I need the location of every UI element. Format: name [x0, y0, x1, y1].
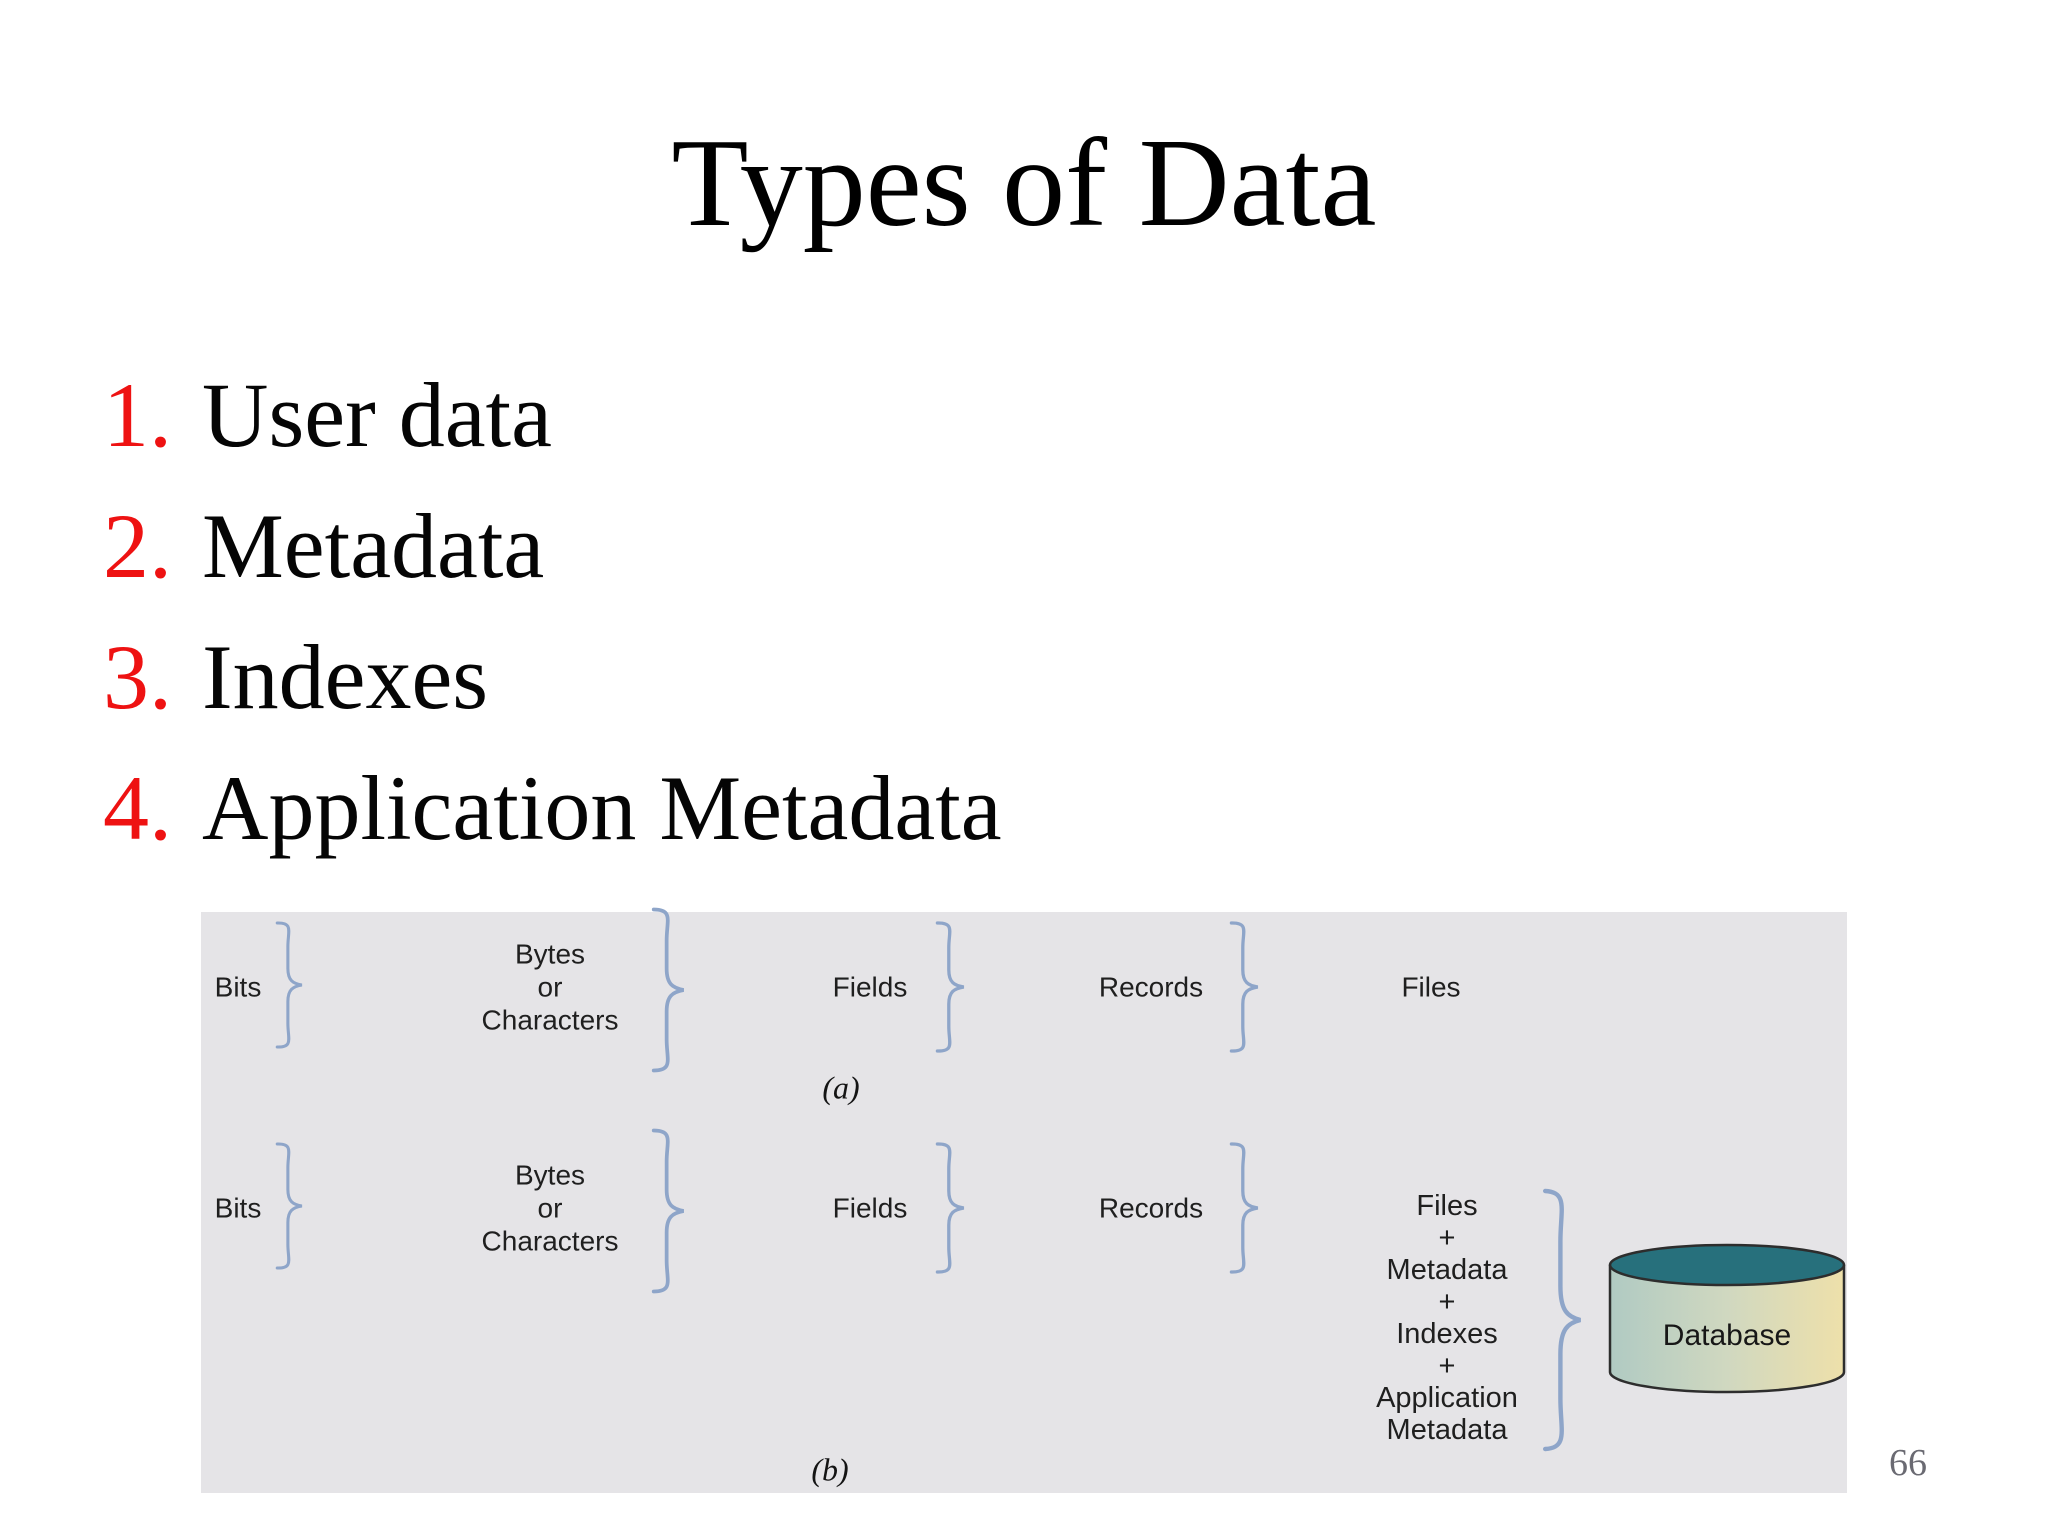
row-b-files-metadata-stack: Files + Metadata + Indexes + Application…	[1376, 1190, 1518, 1446]
list-item-label: Application Metadata	[202, 757, 1002, 859]
list-item: 1. User data	[103, 350, 1002, 481]
list-item-number: 2.	[103, 495, 172, 597]
database-label: Database	[1662, 1319, 1792, 1352]
caption-a: (a)	[822, 1069, 860, 1106]
types-of-data-list: 1. User data 2. Metadata 3. Indexes 4. A…	[103, 350, 1002, 874]
list-item-label: Metadata	[202, 495, 545, 597]
row-b-bytes-label: Bytes or Characters	[481, 1159, 619, 1257]
list-item-label: User data	[202, 364, 552, 466]
database-cylinder-svg	[1608, 1243, 1846, 1394]
brace-icon	[651, 907, 685, 1073]
list-item: 4. Application Metadata	[103, 743, 1002, 874]
row-b-fields-label: Fields	[832, 1192, 908, 1224]
list-item-label: Indexes	[202, 626, 489, 728]
brace-icon	[1229, 1142, 1259, 1274]
row-a-bits-label: Bits	[214, 971, 262, 1003]
hierarchy-diagram-panel: Bits Bytes or Characters Fields Records …	[201, 907, 1847, 1493]
row-b-records-label: Records	[1098, 1192, 1204, 1224]
brace-icon	[1543, 1188, 1581, 1452]
database-cylinder-icon: Database	[1607, 1243, 1847, 1395]
page-title: Types of Data	[671, 114, 1377, 253]
row-a-bytes-label: Bytes or Characters	[481, 938, 619, 1036]
brace-icon	[275, 1142, 303, 1270]
list-item-number: 1.	[103, 364, 172, 466]
list-item-number: 3.	[103, 626, 172, 728]
list-item: 2. Metadata	[103, 481, 1002, 612]
row-a-fields-label: Fields	[832, 971, 908, 1003]
brace-icon	[935, 1142, 965, 1274]
brace-icon	[1229, 921, 1259, 1053]
brace-icon	[275, 921, 303, 1049]
list-item-number: 4.	[103, 757, 172, 859]
brace-icon	[935, 921, 965, 1053]
list-item: 3. Indexes	[103, 612, 1002, 743]
row-a-files-label: Files	[1401, 971, 1461, 1003]
row-b-bits-label: Bits	[214, 1192, 262, 1224]
page-number: 66	[1889, 1442, 1927, 1484]
caption-b: (b)	[811, 1451, 849, 1488]
row-a-records-label: Records	[1098, 971, 1204, 1003]
brace-icon	[651, 1128, 685, 1294]
